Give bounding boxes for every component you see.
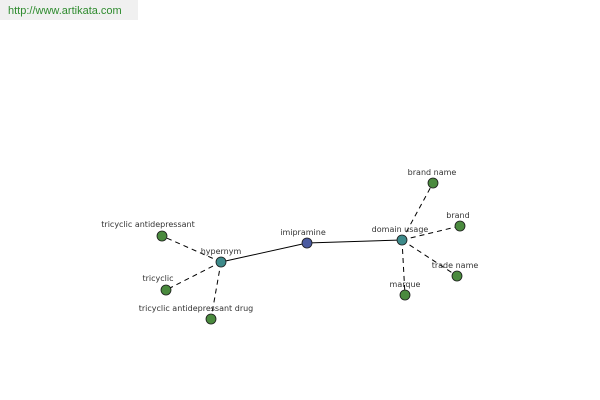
edge-domain-usage-to-trade-name xyxy=(401,239,458,277)
node-imipramine-label: imipramine xyxy=(280,228,326,237)
edge-hypernym-to-tricyclic xyxy=(165,261,222,291)
node-brand-label: brand xyxy=(446,211,469,220)
source-url-link[interactable]: http://www.artikata.com xyxy=(0,0,138,20)
node-tricyclic[interactable] xyxy=(160,284,172,296)
node-tricyclic-label: tricyclic xyxy=(142,274,173,283)
node-tricyclic-antidepressant-label: tricyclic antidepressant xyxy=(101,220,194,229)
node-brand-name-label: brand name xyxy=(408,168,457,177)
node-tricyclic-antidepressant[interactable] xyxy=(156,230,168,242)
edge-domain-usage-to-brand xyxy=(401,225,461,241)
node-trade-name[interactable] xyxy=(451,270,463,282)
node-domain-usage[interactable] xyxy=(396,234,408,246)
edge-imipramine-to-domain-usage xyxy=(306,239,403,244)
node-brand[interactable] xyxy=(454,220,466,232)
node-brand-name[interactable] xyxy=(427,177,439,189)
edge-imipramine-to-hypernym xyxy=(220,242,308,263)
node-tricyclic-antidepressant-drug[interactable] xyxy=(205,313,217,325)
edge-hypernym-to-tricyclic-antidepressant-drug xyxy=(210,261,222,320)
node-imipramine[interactable] xyxy=(301,237,313,249)
node-hypernym-label: hypernym xyxy=(201,247,242,256)
node-trade-name-label: trade name xyxy=(432,261,479,270)
edge-domain-usage-to-marque xyxy=(401,239,406,296)
node-hypernym[interactable] xyxy=(215,256,227,268)
edge-hypernym-to-tricyclic-antidepressant xyxy=(161,235,222,263)
node-tricyclic-antidepressant-drug-label: tricyclic antidepressant drug xyxy=(139,304,254,313)
node-marque[interactable] xyxy=(399,289,411,301)
node-marque-label: marque xyxy=(390,280,421,289)
edge-domain-usage-to-brand-name xyxy=(401,182,434,241)
node-domain-usage-label: domain usage xyxy=(372,225,429,234)
